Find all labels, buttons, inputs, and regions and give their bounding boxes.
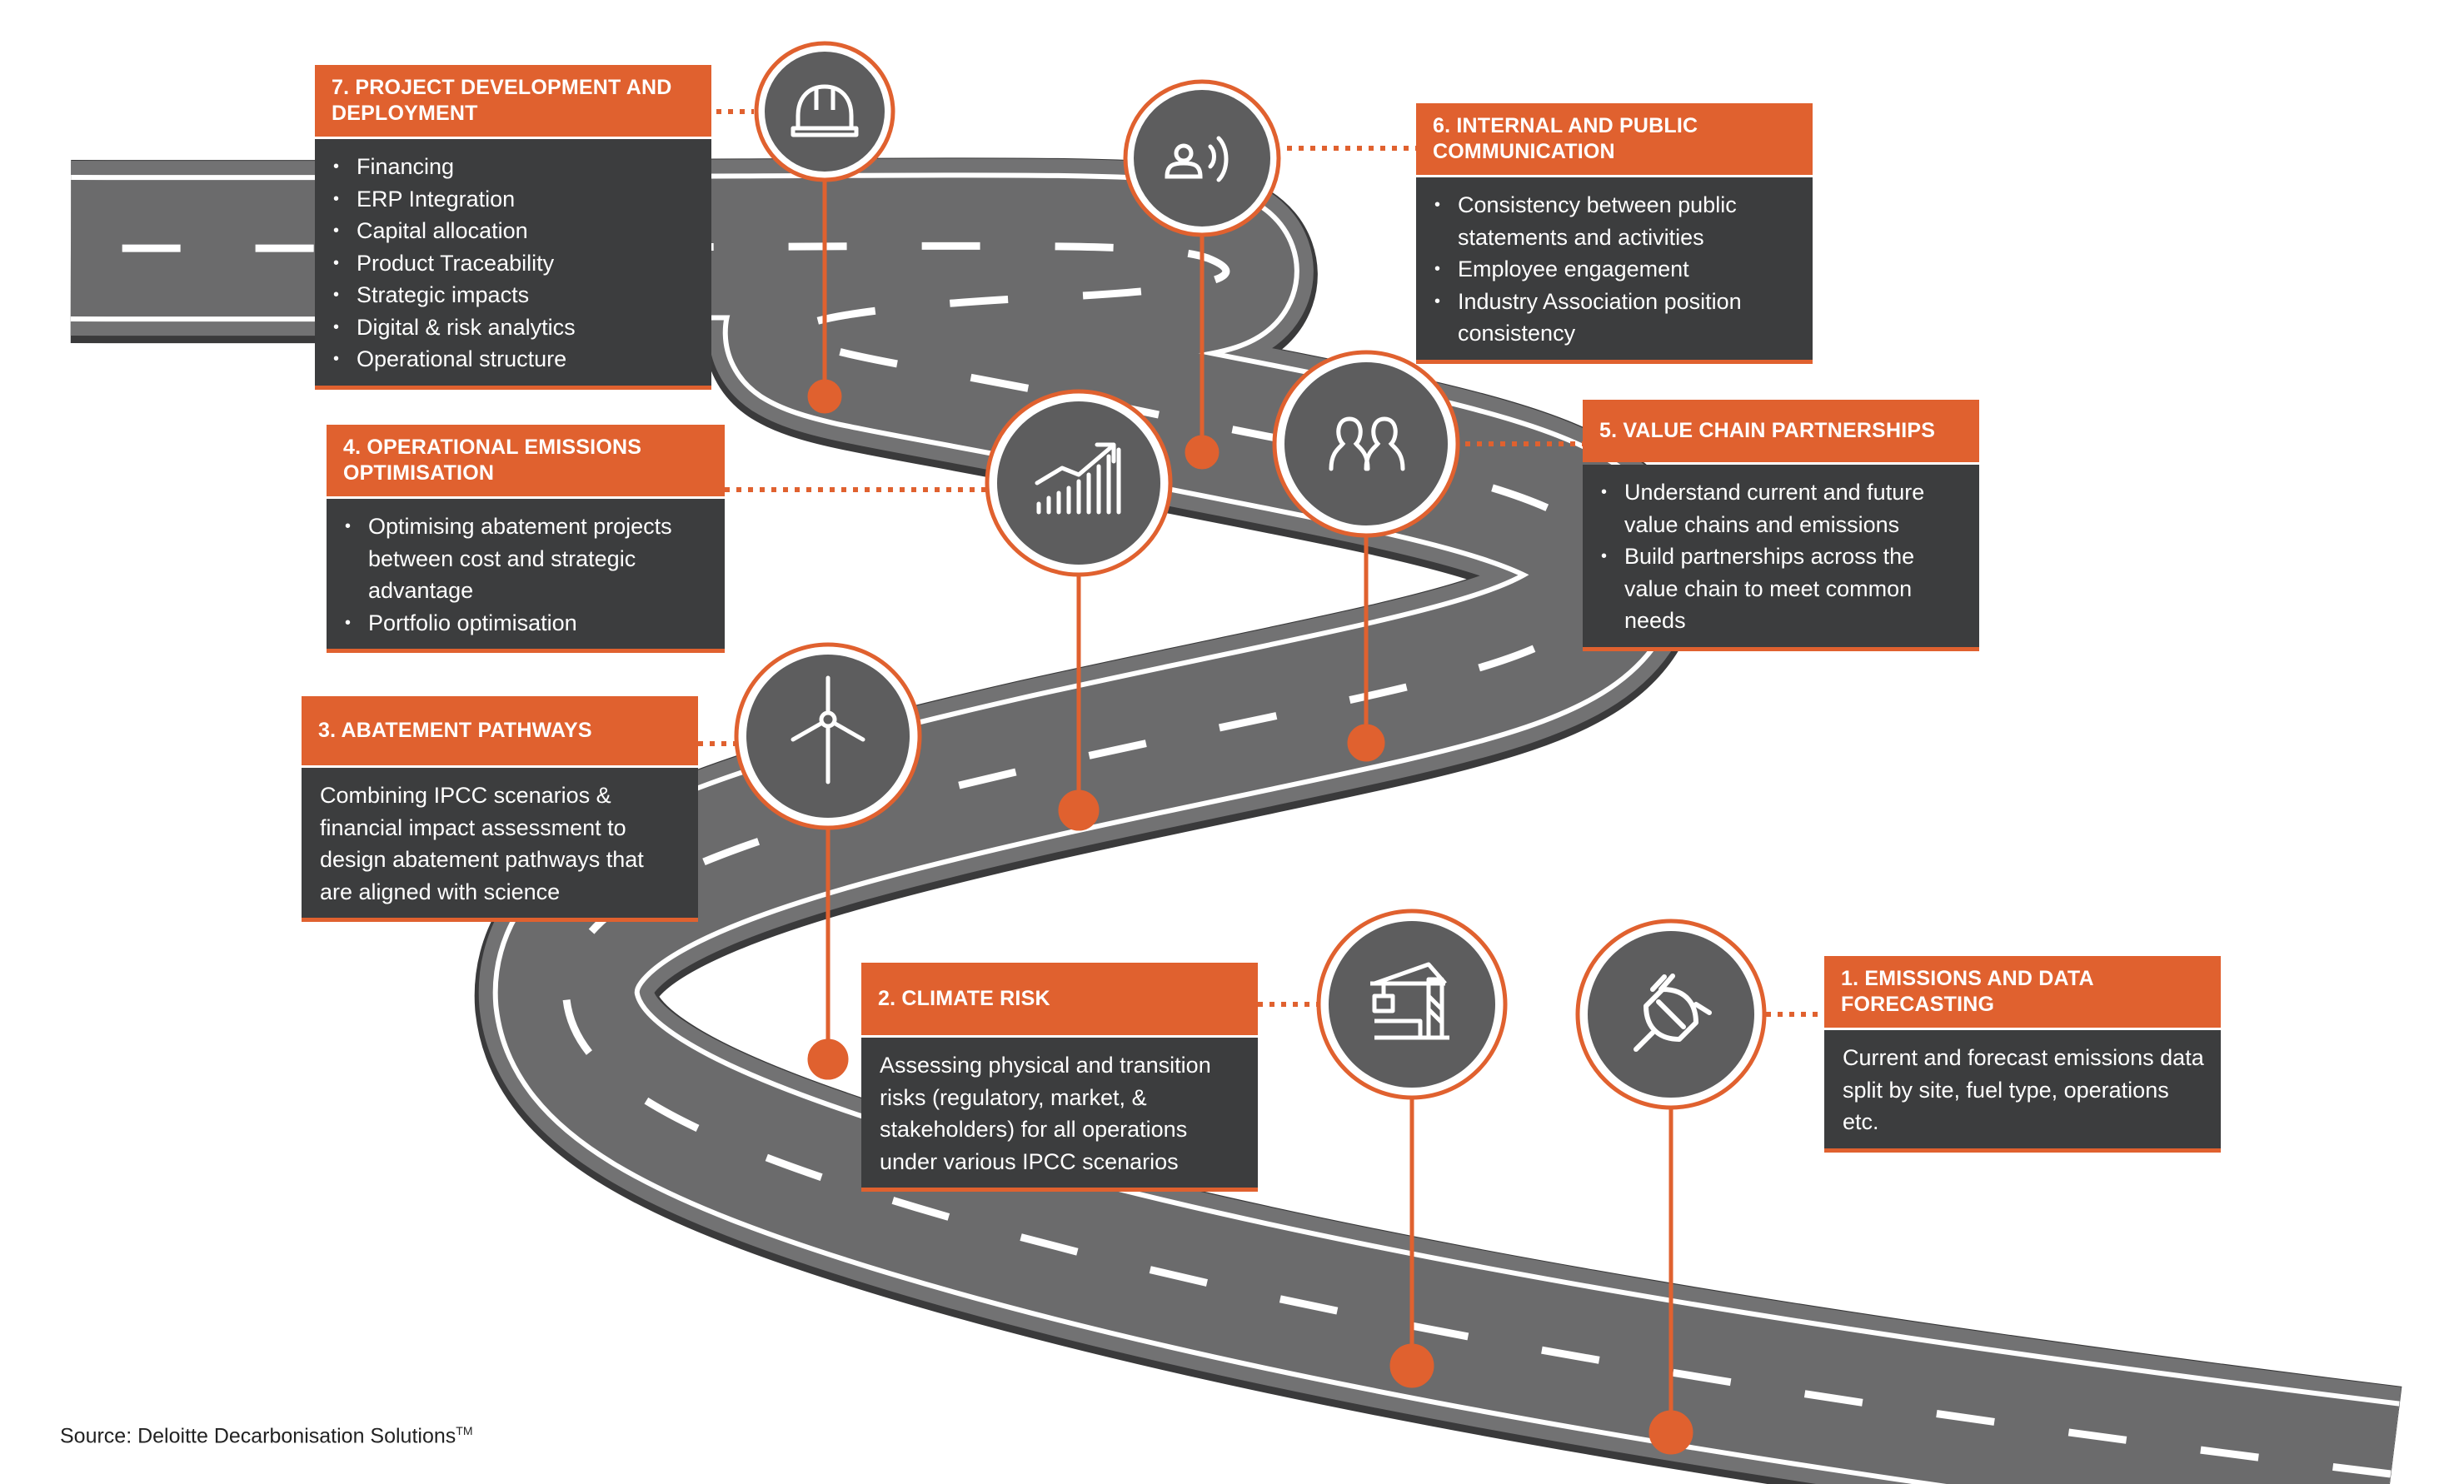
bullet-item: Build partnerships across the value chai… [1601, 540, 1963, 637]
step-body: Optimising abatement projects between co… [327, 499, 725, 653]
step-title: 7. PROJECT DEVELOPMENT AND DEPLOYMENT [315, 65, 711, 137]
step-body: Understand current and future value chai… [1583, 465, 1979, 651]
step-title: 2. CLIMATE RISK [861, 963, 1258, 1035]
bullet-item: Financing [333, 151, 695, 183]
step-title: 4. OPERATIONAL EMISSIONS OPTIMISATION [327, 425, 725, 496]
step-body: Consistency between public statements an… [1416, 177, 1813, 364]
step-card-4: 4. OPERATIONAL EMISSIONS OPTIMISATION Op… [327, 425, 725, 653]
bullet-item: Operational structure [333, 343, 695, 376]
step-card-2: 2. CLIMATE RISK Assessing physical and t… [861, 963, 1258, 1192]
connectors [698, 109, 1824, 1455]
wind-turbine-icon [734, 642, 922, 830]
crane-icon [1316, 909, 1508, 1100]
step-title: 1. EMISSIONS AND DATA FORECASTING [1824, 956, 2221, 1028]
step-markers [734, 41, 1767, 1110]
step-body: Assessing physical and transition risks … [861, 1038, 1258, 1192]
bullet-item: Portfolio optimisation [345, 607, 708, 640]
bullet-item: Optimising abatement projects between co… [345, 510, 708, 607]
plug-icon [1575, 919, 1767, 1110]
source-note: Source: Deloitte Decarbonisation Solutio… [60, 1424, 473, 1448]
step-body: Combining IPCC scenarios & financial imp… [302, 768, 698, 922]
step-card-5: 5. VALUE CHAIN PARTNERSHIPS Understand c… [1583, 400, 1979, 651]
step-title: 5. VALUE CHAIN PARTNERSHIPS [1583, 400, 1979, 462]
step-card-1: 1. EMISSIONS AND DATA FORECASTING Curren… [1824, 956, 2221, 1153]
step-card-3: 3. ABATEMENT PATHWAYS Combining IPCC sce… [302, 696, 698, 922]
step-body: Current and forecast emissions data spli… [1824, 1030, 2221, 1153]
speaker-icon [1123, 79, 1281, 237]
step-card-6: 6. INTERNAL AND PUBLIC COMMUNICATION Con… [1416, 103, 1813, 364]
bullet-item: Industry Association position consistenc… [1434, 286, 1796, 350]
bullet-item: ERP Integration [333, 183, 695, 216]
step-title: 6. INTERNAL AND PUBLIC COMMUNICATION [1416, 103, 1813, 175]
trademark-mark: TM [456, 1424, 473, 1437]
bullet-item: Strategic impacts [333, 279, 695, 311]
bullet-item: Digital & risk analytics [333, 311, 695, 344]
bullet-item: Understand current and future value chai… [1601, 476, 1963, 540]
bullet-item: Consistency between public statements an… [1434, 189, 1796, 253]
growth-chart-icon [985, 389, 1173, 577]
bullet-item: Employee engagement [1434, 253, 1796, 286]
step-title: 3. ABATEMENT PATHWAYS [302, 696, 698, 765]
people-icon [1272, 350, 1460, 538]
source-text: Source: Deloitte Decarbonisation Solutio… [60, 1424, 456, 1448]
step-body: Financing ERP Integration Capital alloca… [315, 139, 711, 390]
step-card-7: 7. PROJECT DEVELOPMENT AND DEPLOYMENT Fi… [315, 65, 711, 390]
bullet-item: Product Traceability [333, 247, 695, 280]
hard-hat-icon [754, 41, 895, 182]
bullet-item: Capital allocation [333, 215, 695, 247]
